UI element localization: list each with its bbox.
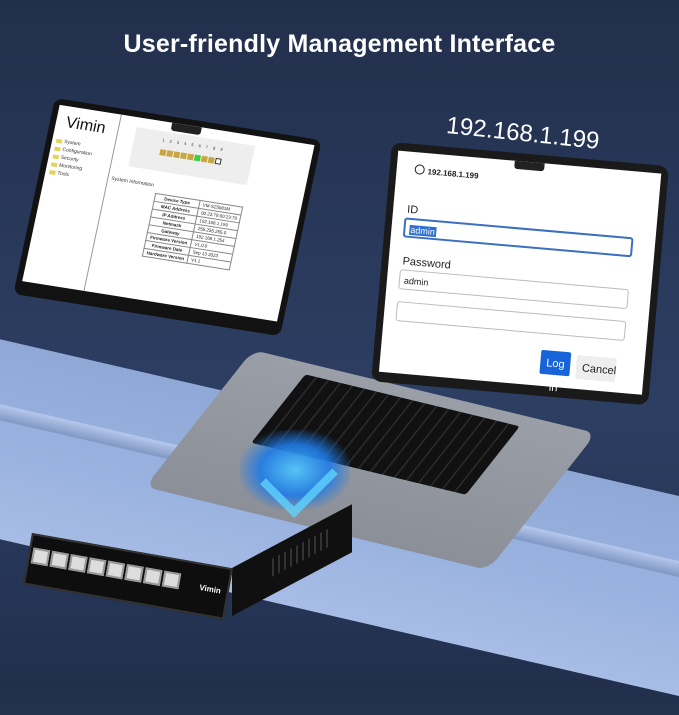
globe-icon [414, 164, 426, 175]
id-label: ID [406, 203, 419, 217]
folder-icon [54, 146, 61, 152]
switch-brand: Vimin [198, 582, 222, 596]
cancel-button[interactable]: Cancel [575, 354, 617, 383]
login-button[interactable]: Log in [539, 349, 572, 394]
folder-icon [55, 138, 63, 144]
ethernet-port [105, 560, 126, 580]
login-screen: 192.168.1.199 ID admin Password admin Lo… [378, 150, 662, 395]
ethernet-port [49, 550, 69, 570]
id-input[interactable]: admin [402, 217, 634, 258]
password-input[interactable]: admin [398, 269, 630, 310]
address-bar[interactable]: 192.168.1.199 [414, 164, 479, 181]
empty-input[interactable] [395, 301, 627, 342]
folder-icon [50, 161, 58, 167]
monitor: Vimin System Configuration Security Moni… [13, 98, 322, 337]
ethernet-port [161, 570, 182, 590]
sfp-port-icon[interactable] [214, 157, 222, 165]
ethernet-port [142, 567, 163, 586]
data-beam [240, 430, 350, 510]
ethernet-port [68, 554, 88, 573]
ethernet-port [124, 563, 144, 583]
folder-icon [49, 169, 56, 175]
ethernet-port [30, 547, 51, 567]
section-title: System Information [110, 175, 155, 189]
brand-logo: Vimin [64, 114, 108, 138]
laptop-lid: 192.168.1.199 ID admin Password admin Lo… [371, 142, 669, 406]
sidebar: Vimin System Configuration Security Moni… [22, 104, 122, 291]
dashboard-screen: Vimin System Configuration Security Moni… [22, 104, 315, 322]
headline: User-friendly Management Interface [123, 30, 556, 58]
nav-tree: System Configuration Security Monitoring… [49, 137, 115, 185]
folder-icon [52, 154, 60, 159]
ethernet-port [86, 557, 107, 577]
camera-notch [514, 160, 545, 172]
port-status-panel: 1 2 3 4 5 6 7 8 9 [128, 127, 256, 186]
